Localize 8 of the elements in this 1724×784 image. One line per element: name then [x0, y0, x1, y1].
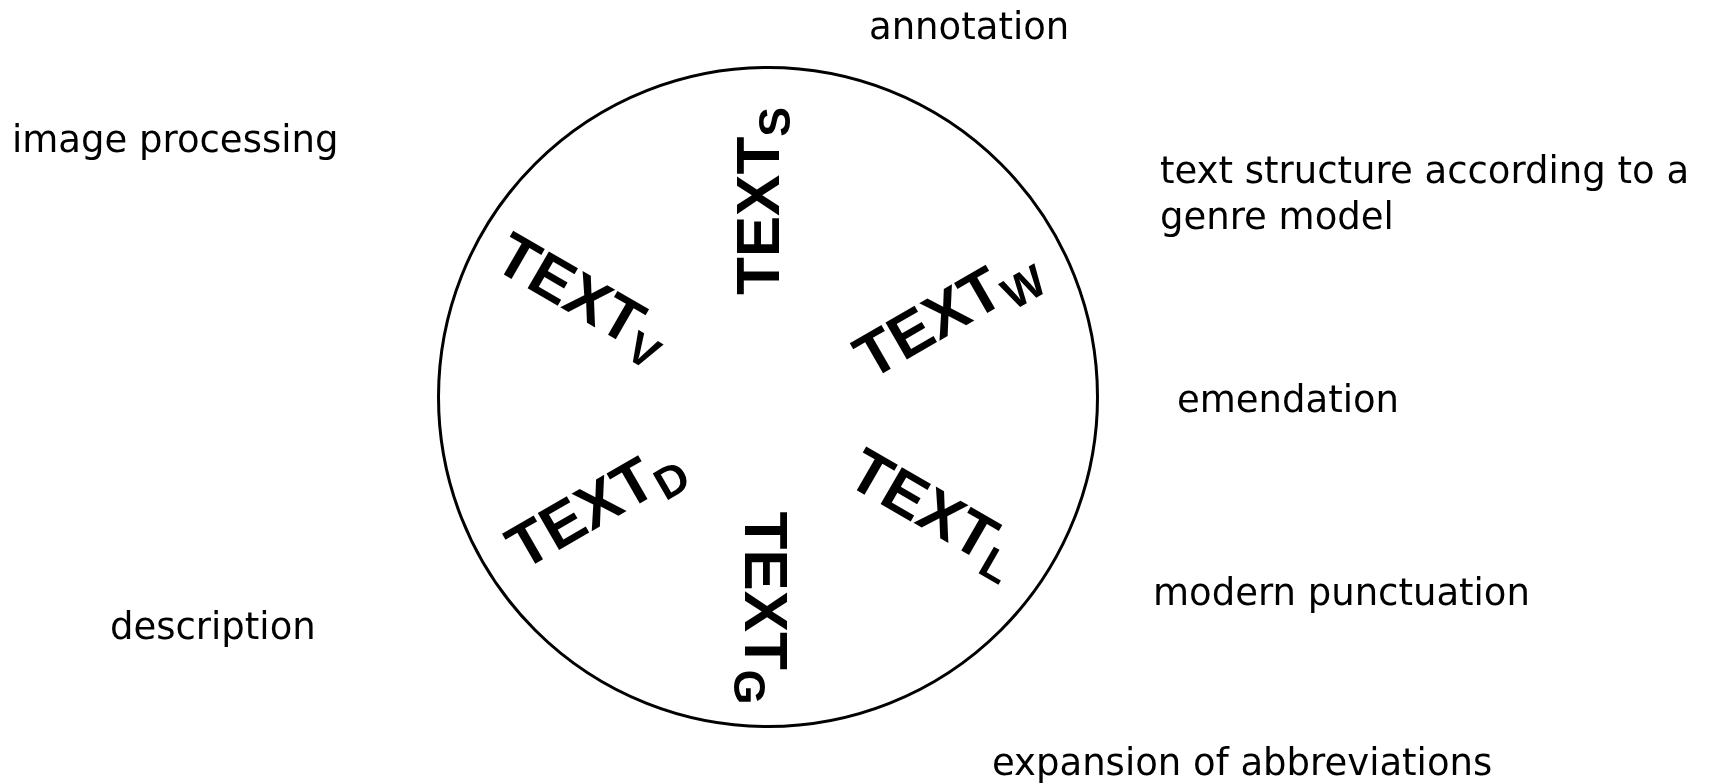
- annotation-text: text structure according to a genre model: [1160, 148, 1691, 241]
- annotation-text: annotation: [869, 4, 1070, 50]
- annotation-text: emendation: [1177, 377, 1400, 423]
- annotation-text: expansion of abbreviations: [992, 740, 1493, 784]
- annotation-text: modern punctuation: [1153, 570, 1530, 616]
- annotation-text: description: [110, 604, 316, 650]
- circle-outline: [437, 66, 1099, 728]
- annotation-text: image processing: [12, 117, 339, 163]
